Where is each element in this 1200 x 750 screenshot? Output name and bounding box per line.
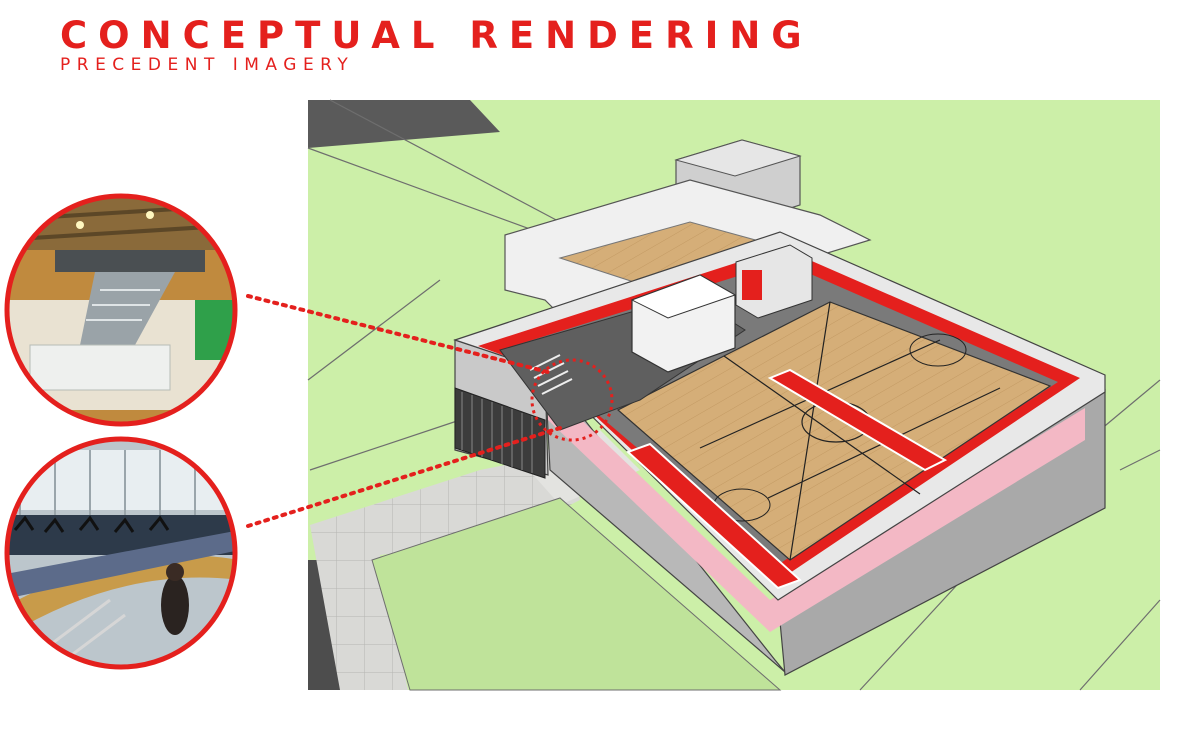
court-markings [699,301,1001,561]
bleacher-south [626,442,802,590]
site-lines [307,99,1161,691]
plaza-paving [310,452,580,690]
page-subtitle: PRECEDENT IMAGERY [60,55,355,75]
main-court [616,301,1052,561]
precedent-photo-fitness-track [4,436,238,670]
lawn-island [371,497,782,691]
road-dark [308,100,500,148]
callout-target-ring [530,358,614,442]
gym-building [453,139,1106,676]
callout-leaders [246,294,614,528]
page-title: CONCEPTUAL RENDERING [60,14,813,57]
precedent-photo-atrium-stair [4,193,238,427]
leader-bottom [246,426,562,528]
pink-band [548,388,1085,632]
stair [529,354,573,395]
bleacher-east [767,368,948,472]
leader-top [246,294,550,374]
